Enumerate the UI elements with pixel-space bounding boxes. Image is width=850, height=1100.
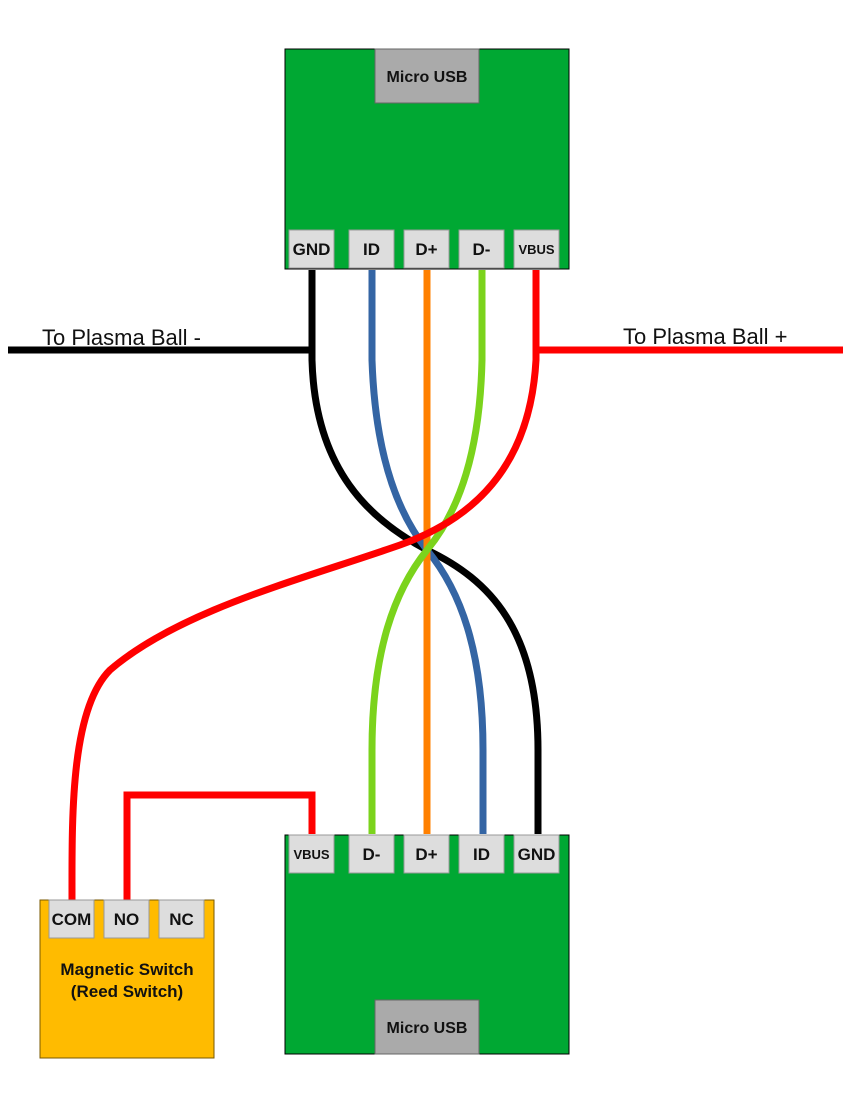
bottom-pin-id — [458, 834, 505, 874]
top-pin-dplus — [403, 229, 450, 269]
wire-dminus — [368, 270, 486, 834]
wires — [8, 270, 843, 901]
top-usb-board: Micro USB GND ID D+ D- VBUS — [284, 48, 570, 270]
top-pin-gnd-label: GND — [293, 240, 331, 259]
bottom-pin-gnd-label: GND — [518, 845, 556, 864]
bottom-pin-vbus — [288, 834, 335, 874]
bottom-pin-vbus-label: VBUS — [293, 847, 329, 862]
top-micro-usb-label: Micro USB — [387, 69, 468, 86]
top-pin-dminus — [458, 229, 505, 269]
bottom-micro-usb-label: Micro USB — [387, 1020, 468, 1037]
reed-switch: COM NO NC Magnetic Switch (Reed Switch) — [39, 899, 215, 1059]
top-pin-vbus — [513, 229, 560, 269]
top-pin-id — [348, 229, 395, 269]
top-pin-dminus-label: D- — [473, 240, 491, 259]
label-plasma-ball-negative: To Plasma Ball - — [42, 325, 201, 350]
wire-no-to-vbus — [123, 791, 316, 900]
reed-switch-title-line1: Magnetic Switch — [60, 960, 193, 979]
bottom-pin-dminus-label: D- — [363, 845, 381, 864]
label-plasma-ball-positive: To Plasma Ball + — [623, 324, 787, 349]
top-pin-id-label: ID — [363, 240, 380, 259]
top-pin-dplus-label: D+ — [415, 240, 437, 259]
bottom-micro-usb-connector — [374, 999, 480, 1055]
reed-pin-com-label: COM — [52, 910, 92, 929]
bottom-pin-dminus — [348, 834, 395, 874]
bottom-pin-dplus-label: D+ — [415, 845, 437, 864]
reed-switch-title-line2: (Reed Switch) — [71, 982, 183, 1001]
wire-vbus-to-com — [68, 270, 540, 901]
top-pin-gnd — [288, 229, 335, 269]
reed-pin-com — [48, 899, 95, 939]
top-micro-usb-connector — [374, 48, 480, 104]
bottom-pin-gnd — [513, 834, 560, 874]
reed-pin-no — [103, 899, 150, 939]
reed-pin-nc — [158, 899, 205, 939]
top-pin-vbus-label: VBUS — [518, 242, 554, 257]
bottom-usb-board: Micro USB VBUS D- D+ ID GND — [284, 834, 570, 1055]
bottom-pin-dplus — [403, 834, 450, 874]
bottom-pin-id-label: ID — [473, 845, 490, 864]
reed-pin-no-label: NO — [114, 910, 140, 929]
reed-pin-nc-label: NC — [169, 910, 194, 929]
